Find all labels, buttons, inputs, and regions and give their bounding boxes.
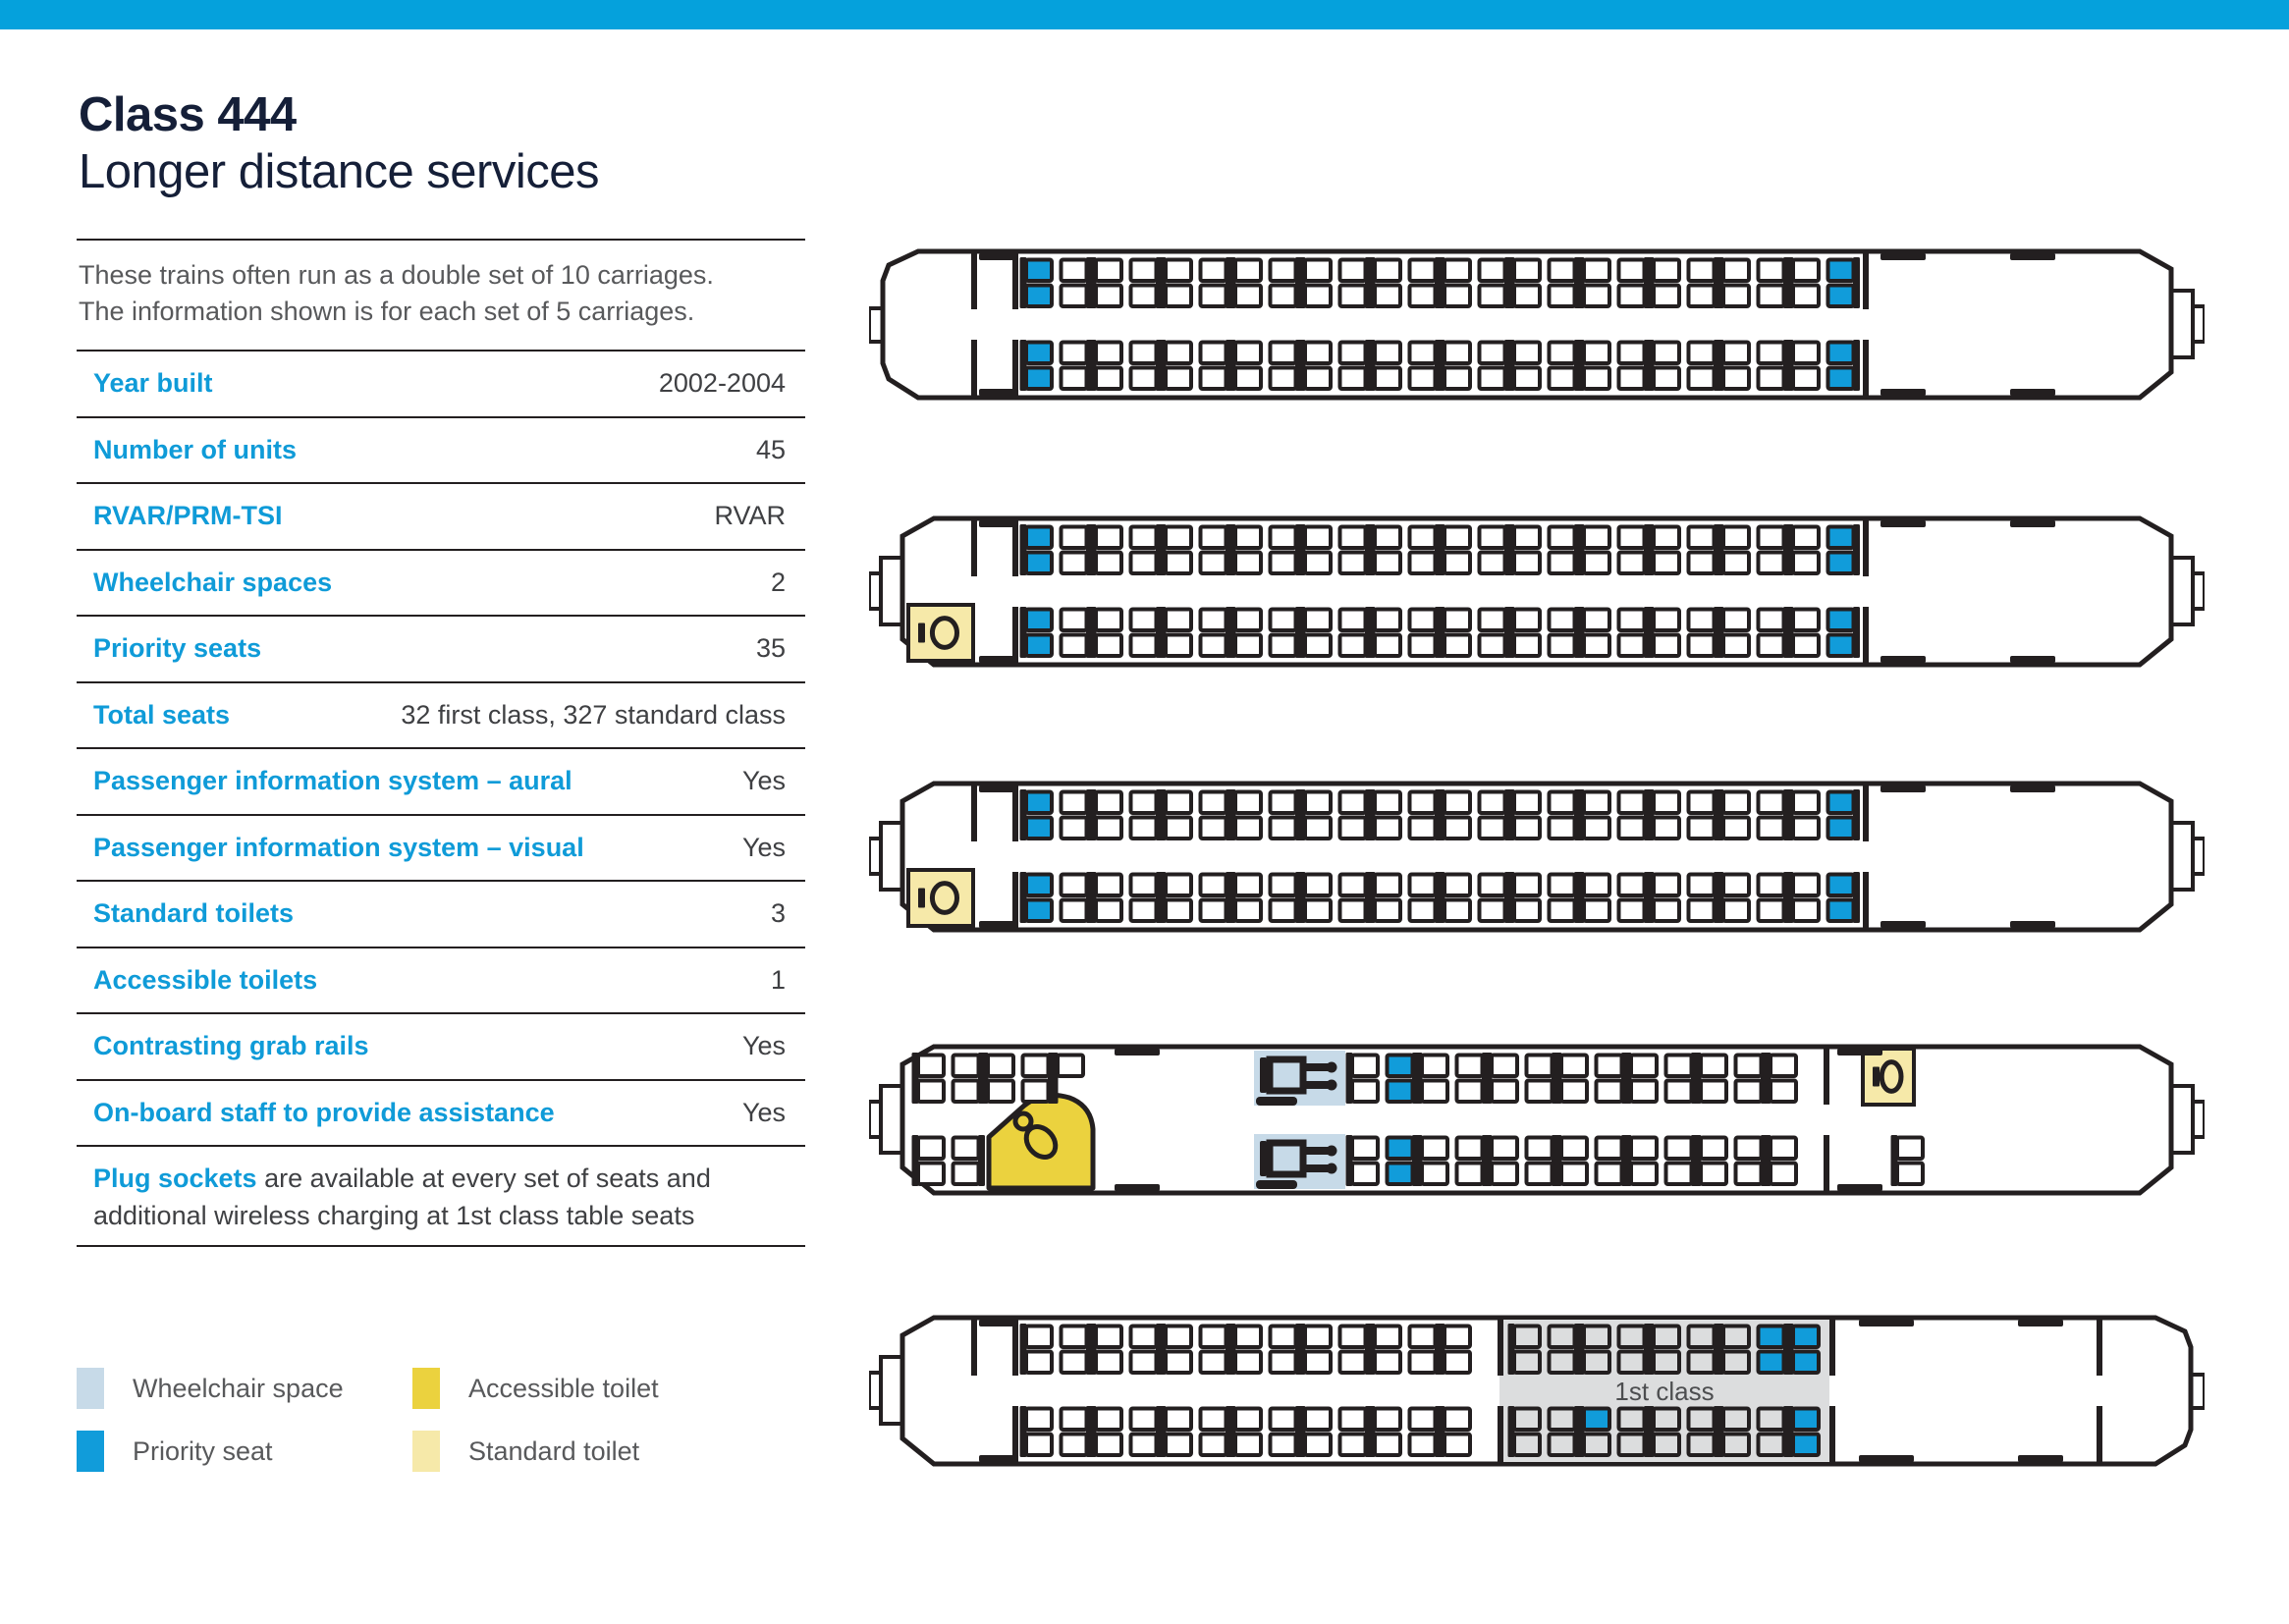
row-label: Wheelchair spaces bbox=[93, 567, 333, 597]
legend-item: Priority seat bbox=[77, 1431, 273, 1472]
carriage-4-diagram bbox=[869, 1044, 2205, 1196]
description-line-2: The information shown is for each set of… bbox=[79, 297, 695, 326]
row-label: Total seats bbox=[93, 699, 231, 730]
table-row: Accessible toilets 1 bbox=[77, 946, 805, 1013]
row-label: RVAR/PRM-TSI bbox=[93, 501, 283, 531]
legend-label: Accessible toilet bbox=[468, 1373, 659, 1403]
row-value: 3 bbox=[770, 898, 786, 929]
wheelchair-space-swatch bbox=[77, 1368, 104, 1409]
first-class-label: 1st class bbox=[1614, 1377, 1714, 1406]
table-row: Contrasting grab rails Yes bbox=[77, 1012, 805, 1079]
carriage-1-diagram bbox=[869, 248, 2205, 401]
carriage-5-diagram: 1st class bbox=[869, 1315, 2205, 1467]
legend-label: Priority seat bbox=[133, 1435, 273, 1466]
table-row: Wheelchair spaces 2 bbox=[77, 548, 805, 616]
note-line-2: additional wireless charging at 1st clas… bbox=[93, 1201, 695, 1230]
row-value: 45 bbox=[755, 434, 786, 464]
legend-label: Standard toilet bbox=[468, 1435, 640, 1466]
row-value: 1 bbox=[770, 964, 786, 995]
accessible-toilet-swatch bbox=[412, 1368, 440, 1409]
table-row: RVAR/PRM-TSI RVAR bbox=[77, 482, 805, 549]
row-label: On-board staff to provide assistance bbox=[93, 1097, 555, 1127]
page-subtitle: Longer distance services bbox=[79, 145, 600, 198]
title-divider bbox=[77, 239, 805, 241]
legend-item: Wheelchair space bbox=[77, 1368, 344, 1409]
description-line-1: These trains often run as a double set o… bbox=[79, 260, 714, 290]
table-row: Passenger information system – aural Yes bbox=[77, 747, 805, 814]
carriage-3-diagram bbox=[869, 781, 2205, 933]
row-label: Year built bbox=[93, 368, 213, 399]
row-value: Yes bbox=[741, 1097, 786, 1127]
description: These trains often run as a double set o… bbox=[79, 257, 714, 330]
page-title: Class 444 bbox=[79, 88, 297, 141]
table-row: Year built 2002-2004 bbox=[77, 350, 805, 416]
top-accent-bar bbox=[0, 0, 2289, 29]
row-label: Accessible toilets bbox=[93, 964, 318, 995]
row-label: Contrasting grab rails bbox=[93, 1031, 369, 1061]
row-value: Yes bbox=[741, 1031, 786, 1061]
note-highlight: Plug sockets bbox=[93, 1164, 257, 1193]
table-row: Passenger information system – visual Yes bbox=[77, 813, 805, 881]
plug-sockets-note: Plug sockets are available at every set … bbox=[77, 1145, 805, 1247]
legend-label: Wheelchair space bbox=[133, 1373, 344, 1403]
row-label: Passenger information system – visual bbox=[93, 832, 584, 862]
table-row: Priority seats 35 bbox=[77, 615, 805, 681]
table-row: Total seats 32 first class, 327 standard … bbox=[77, 680, 805, 748]
note-line-1: are available at every set of seats and bbox=[256, 1164, 711, 1193]
table-row: Standard toilets 3 bbox=[77, 880, 805, 947]
standard-toilet-swatch bbox=[412, 1431, 440, 1472]
row-value: Yes bbox=[741, 832, 786, 862]
legend-item: Standard toilet bbox=[412, 1431, 639, 1472]
table-row: On-board staff to provide assistance Yes bbox=[77, 1078, 805, 1146]
priority-seat-swatch bbox=[77, 1431, 104, 1472]
table-row: Number of units 45 bbox=[77, 415, 805, 483]
row-value: 2002-2004 bbox=[658, 368, 786, 399]
row-label: Passenger information system – aural bbox=[93, 766, 572, 796]
title-block: Class 444 Longer distance services bbox=[79, 86, 600, 200]
row-value: 35 bbox=[755, 633, 786, 664]
row-value: 2 bbox=[770, 567, 786, 597]
legend-item: Accessible toilet bbox=[412, 1368, 659, 1409]
row-label: Priority seats bbox=[93, 633, 262, 664]
row-value: RVAR bbox=[714, 501, 786, 531]
carriage-2-diagram bbox=[869, 515, 2205, 668]
row-label: Standard toilets bbox=[93, 898, 295, 929]
row-value: Yes bbox=[741, 766, 786, 796]
row-label: Number of units bbox=[93, 434, 297, 464]
row-value: 32 first class, 327 standard class bbox=[401, 699, 786, 730]
